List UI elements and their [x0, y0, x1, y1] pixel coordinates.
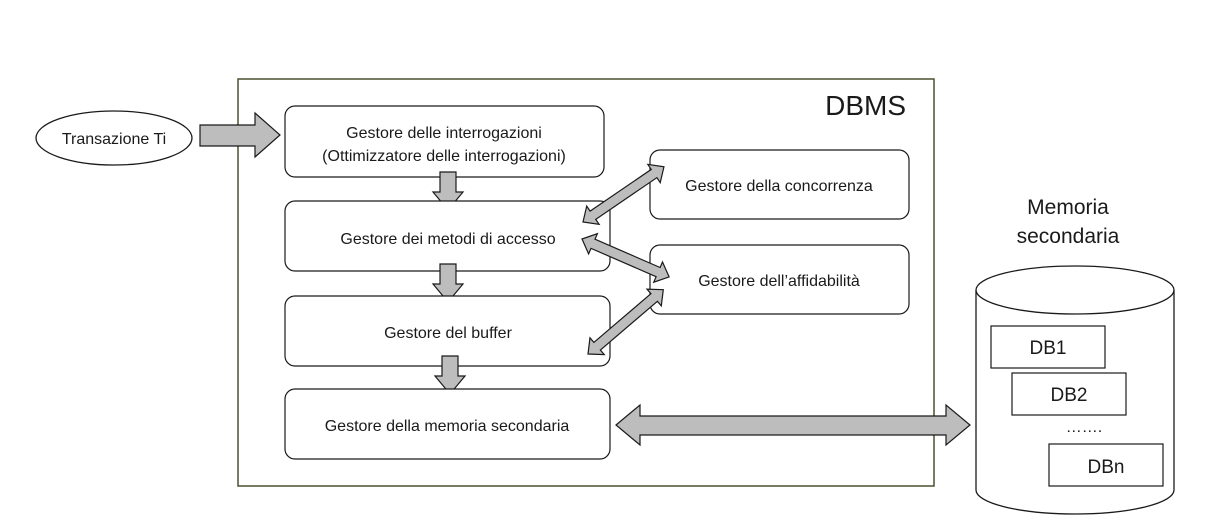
reliability-manager-box [649, 244, 910, 315]
query-manager-label-line2: (Ottimizzatore delle interrogazioni) [322, 148, 566, 165]
storage-title-line1: Memoria [1027, 196, 1109, 219]
dbn-box [1048, 443, 1164, 487]
transaction-to-query-arrow [199, 111, 281, 159]
dbms-title: DBMS [825, 90, 906, 121]
reliability-manager-label: Gestore dell’affidabilità [698, 273, 860, 290]
buffer-manager-label: Gestore del buffer [384, 325, 512, 342]
buffer-to-memory-arrow [433, 355, 467, 395]
access-concurrency-double-arrow [582, 163, 665, 226]
db-ellipsis: ……. [1066, 419, 1102, 436]
access-to-buffer-arrow [431, 263, 465, 303]
db2-box [1011, 372, 1127, 416]
transaction-node [35, 110, 193, 166]
access-methods-label: Gestore dei metodi di accesso [340, 231, 555, 248]
secondary-memory-manager-label: Gestore della memoria secondaria [325, 418, 570, 435]
secondary-memory-manager-box [284, 388, 611, 460]
query-manager-label-line1: Gestore delle interrogazioni [346, 125, 542, 142]
access-reliability-double-arrow [581, 232, 670, 284]
db2-label: DB2 [1051, 385, 1088, 406]
db1-label: DB1 [1030, 338, 1067, 359]
storage-title-line2: secondaria [1017, 225, 1120, 248]
concurrency-manager-box [649, 149, 910, 220]
memory-storage-double-arrow [615, 403, 971, 447]
transaction-label: Transazione Ti [62, 131, 166, 148]
buffer-reliability-double-arrow [587, 288, 664, 356]
concurrency-manager-label: Gestore della concorrenza [685, 178, 873, 195]
dbn-label: DBn [1088, 457, 1125, 478]
dbms-container [237, 78, 935, 487]
db1-box [990, 325, 1106, 369]
